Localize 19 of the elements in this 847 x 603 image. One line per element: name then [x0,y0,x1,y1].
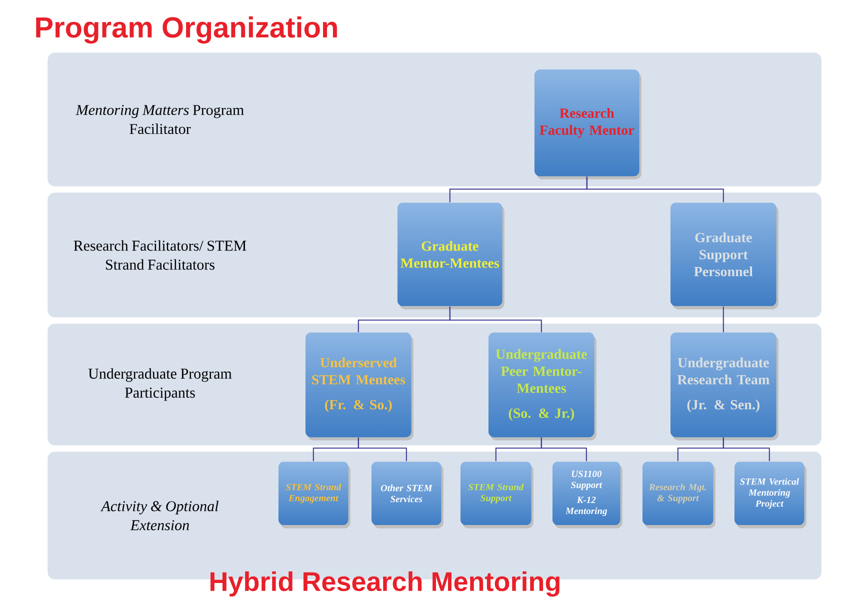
org-box: Undergraduate Research Team (Jr. & Sen.) [670,332,778,440]
org-box: Graduate Mentor-Mentees [397,202,504,310]
org-box: STEM Strand Engagement [278,462,350,528]
connector-line [449,306,542,333]
org-box: Research Mgt. & Support [642,462,716,528]
connector-line [586,176,724,203]
connector-line [358,437,407,462]
org-box: US1100 Support K-12 Mentoring [552,462,622,528]
org-box: Undergraduate Peer Mentor-Mentees (So. & Jr.) [488,332,596,440]
org-box: STEM Vertical Mentoring Project [734,462,806,528]
connector-line [722,437,770,462]
connector-line [540,437,587,462]
org-box: Graduate Support Personnel [670,202,778,310]
title: Program Organization [36,16,337,44]
org-box: Underserved STEM Mentees (Fr. & So.) [305,332,414,440]
org-box: Other STEM Services [371,462,444,528]
connector-line [722,306,724,333]
org-box: STEM Strand Support [460,462,534,528]
org-box: Research Faculty Mentor [534,69,642,180]
